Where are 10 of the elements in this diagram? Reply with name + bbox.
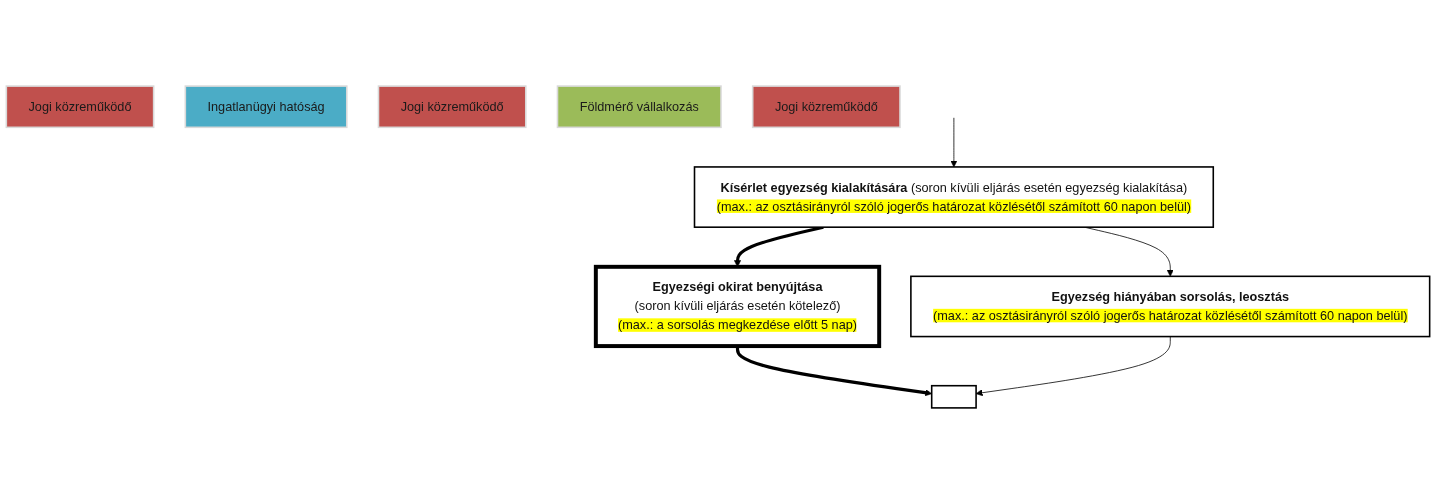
node-box xyxy=(930,384,977,409)
node-box: Egyezség hiányában sorsolás, leosztás (max.: az osztásirányról szóló jogerős határozat közlésétől számított 60 napon belül) xyxy=(910,275,1431,338)
node-box: Kísérlet egyezség kialakítására (soron kívüli eljárás esetén egyezség kialakítása) (max.: az osztásirányról szóló jogerős határozat közlésétől számított 60 napon belül) xyxy=(693,166,1215,228)
node-box: Egyezségi okirat benyújtása (soron kívüli eljárás esetén kötelező) (max.: a sorsolás megkezdése előtt 5 nap) xyxy=(593,264,882,349)
node-box: Jogi közreműködő xyxy=(5,85,155,129)
node-box: Ingatlanügyi hatóság xyxy=(184,85,348,129)
arrow xyxy=(735,346,932,397)
node-box: Jogi közreműködő xyxy=(751,85,901,129)
node-box: Jogi közreműködő xyxy=(377,85,527,129)
node-box: Földmérő vállalkozás xyxy=(556,85,722,129)
